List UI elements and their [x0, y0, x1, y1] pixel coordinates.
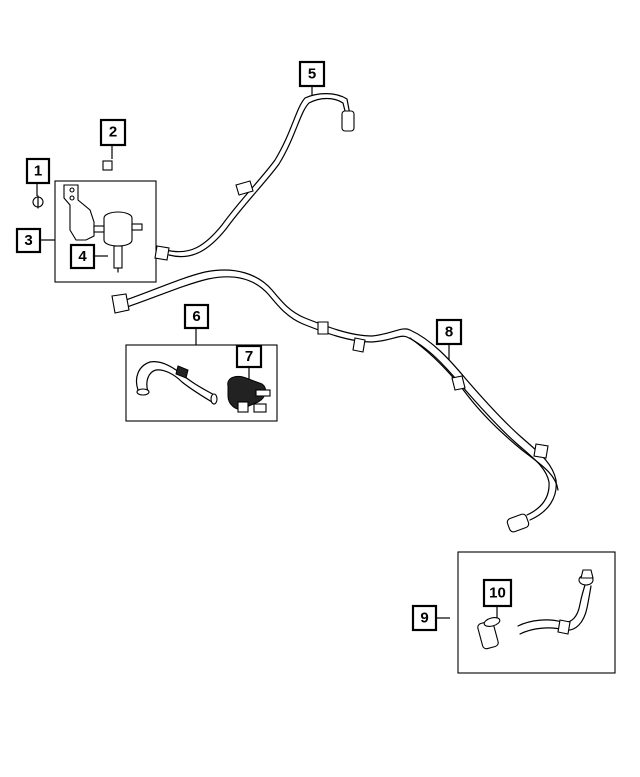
- main-line-clip-b: [352, 337, 366, 353]
- callout-2: 2: [99, 118, 127, 147]
- callout-5: 5: [298, 60, 326, 88]
- vapor-line-upper: [154, 93, 355, 261]
- callout-1: 1: [25, 157, 51, 185]
- callout-6: 6: [183, 303, 210, 330]
- callout-5-label: 5: [308, 66, 316, 83]
- bracket-part: [63, 184, 95, 241]
- callout-7: 7: [235, 344, 263, 369]
- vapor-line-end-cap: [341, 110, 355, 132]
- callout-9-label: 9: [420, 610, 428, 627]
- callout-1-label: 1: [34, 163, 42, 180]
- callout-3-label: 3: [24, 232, 32, 249]
- main-line-fitting: [506, 513, 530, 533]
- callout-2-label: 2: [109, 124, 117, 141]
- callout-10: 10: [482, 578, 513, 608]
- vapor-line-connector: [154, 245, 170, 261]
- callout-4-label: 4: [78, 248, 87, 265]
- filler-tube-clamp: [557, 619, 571, 635]
- callout-6-label: 6: [192, 308, 200, 325]
- filler-tube-part: [517, 569, 594, 635]
- callout-8: 8: [435, 318, 463, 346]
- vapor-line-clip: [235, 180, 254, 196]
- nut-part: [102, 160, 113, 171]
- group-box-canister: [54, 180, 157, 283]
- main-line-end-connector: [111, 293, 130, 314]
- main-line-clip-a: [317, 321, 329, 335]
- hose-clamp: [175, 365, 189, 379]
- group-box-filler: [457, 551, 616, 674]
- sleeve-part: [477, 617, 501, 650]
- callout-10-label: 10: [489, 585, 506, 602]
- canister-part: [93, 211, 143, 273]
- callout-3: 3: [15, 227, 42, 254]
- callout-8-label: 8: [445, 324, 453, 341]
- main-line-clip-d: [533, 443, 549, 459]
- callout-4: 4: [69, 243, 96, 270]
- bolt-part: [32, 195, 44, 209]
- group-box-valve: [125, 344, 278, 422]
- main-line-clip-c: [451, 375, 466, 391]
- hose-part: [135, 361, 218, 405]
- callout-7-label: 7: [245, 348, 253, 365]
- vapor-line-main: [111, 269, 559, 533]
- purge-valve-part: [227, 375, 271, 413]
- callout-9: 9: [411, 604, 438, 632]
